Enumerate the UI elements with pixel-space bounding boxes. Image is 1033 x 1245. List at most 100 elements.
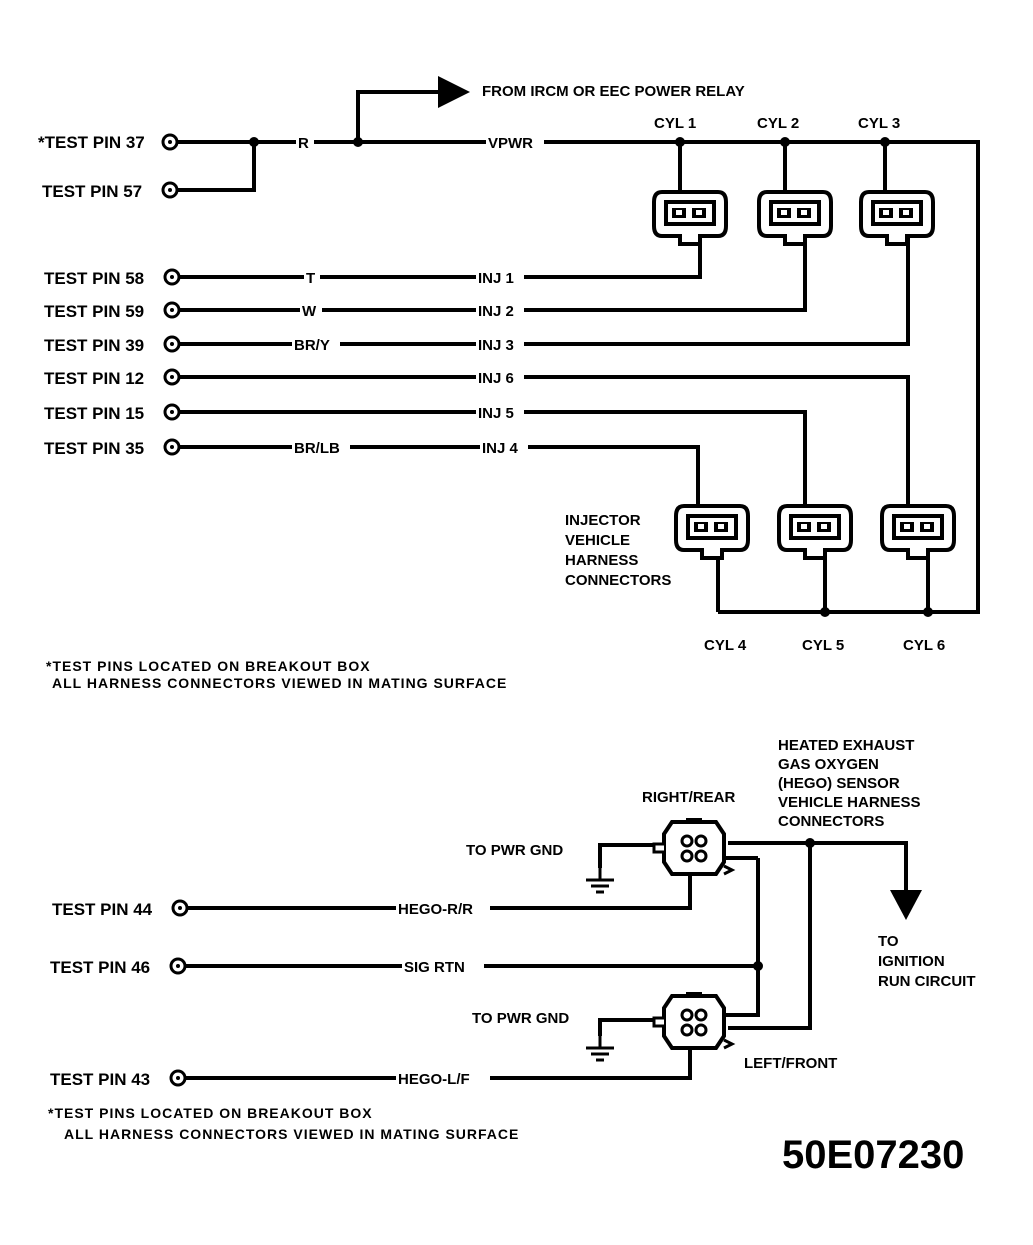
svg-text:TEST PIN 59: TEST PIN 59 xyxy=(44,302,144,321)
test-pin-59: TEST PIN 59 xyxy=(44,301,181,321)
hego-rr-wire xyxy=(182,870,692,910)
wire-label-w: W xyxy=(300,300,322,320)
sig-rtn-junction xyxy=(753,961,763,971)
svg-text:(HEGO) SENSOR: (HEGO) SENSOR xyxy=(778,775,900,792)
svg-text:INJ 6: INJ 6 xyxy=(478,370,514,387)
injector-connector-cyl6 xyxy=(880,504,956,560)
inj3-wire xyxy=(178,236,910,346)
svg-text:IGNITION: IGNITION xyxy=(878,953,945,970)
cyl3-label: CYL 3 xyxy=(858,115,900,132)
circuit-label-sig-rtn: SIG RTN xyxy=(402,956,484,976)
test-pin-35: TEST PIN 35 xyxy=(44,438,181,458)
vpwr-bus xyxy=(178,140,980,614)
right-rear-label: RIGHT/REAR xyxy=(642,789,736,806)
svg-text:HEGO-L/F: HEGO-L/F xyxy=(398,1071,470,1088)
test-pin-58: TEST PIN 58 xyxy=(44,268,181,288)
svg-text:TEST PIN 44: TEST PIN 44 xyxy=(52,900,153,919)
circuit-label-inj1: INJ 1 xyxy=(476,267,524,287)
svg-text:TEST PIN 15: TEST PIN 15 xyxy=(44,404,144,423)
top-note-2: ALL HARNESS CONNECTORS VIEWED IN MATING … xyxy=(52,675,507,691)
ignition-arrow xyxy=(890,890,922,920)
svg-text:CONNECTORS: CONNECTORS xyxy=(778,813,884,830)
hego-connector-right-rear xyxy=(652,816,734,876)
svg-text:TEST PIN 35: TEST PIN 35 xyxy=(44,439,144,458)
svg-text:INJ 2: INJ 2 xyxy=(478,303,514,320)
svg-text:TEST PIN 43: TEST PIN 43 xyxy=(50,1070,150,1089)
svg-text:INJ 5: INJ 5 xyxy=(478,405,514,422)
circuit-label-inj6: INJ 6 xyxy=(476,367,524,387)
svg-text:INJ 1: INJ 1 xyxy=(478,270,514,287)
circuit-label-vpwr: VPWR xyxy=(486,132,544,152)
test-pin-12: TEST PIN 12 xyxy=(44,368,181,388)
ignition-wire xyxy=(728,841,908,892)
circuit-label-inj2: INJ 2 xyxy=(476,300,524,320)
svg-text:TEST PIN 46: TEST PIN 46 xyxy=(50,958,150,977)
svg-text:SIG RTN: SIG RTN xyxy=(404,959,465,976)
inj1-wire xyxy=(178,236,702,279)
svg-text:HARNESS: HARNESS xyxy=(565,552,638,569)
cyl2-label: CYL 2 xyxy=(757,115,799,132)
left-front-label: LEFT/FRONT xyxy=(744,1055,837,1072)
power-relay-wire xyxy=(356,90,440,142)
svg-text:HEGO-R/R: HEGO-R/R xyxy=(398,901,473,918)
test-pin-37: *TEST PIN 37 xyxy=(38,133,179,152)
hego-sensor-caption: HEATED EXHAUST GAS OXYGEN (HEGO) SENSOR … xyxy=(778,737,921,830)
svg-text:TO: TO xyxy=(878,933,899,950)
pwr-gnd-label-2: TO PWR GND xyxy=(472,1010,569,1027)
injector-connector-cyl4 xyxy=(674,504,750,560)
arrow-label: FROM IRCM OR EEC POWER RELAY xyxy=(482,83,745,100)
pin57-wire xyxy=(178,142,256,192)
test-pin-44: TEST PIN 44 xyxy=(52,899,189,919)
figure-id: 50E07230 xyxy=(782,1133,964,1177)
svg-text:TEST PIN 57: TEST PIN 57 xyxy=(42,182,142,201)
svg-text:INJ 3: INJ 3 xyxy=(478,337,514,354)
cyl5-label: CYL 5 xyxy=(802,637,844,654)
top-diagram: FROM IRCM OR EEC POWER RELAY xyxy=(38,76,980,691)
circuit-label-hego-lf: HEGO-L/F xyxy=(396,1068,490,1088)
svg-text:VPWR: VPWR xyxy=(488,135,533,152)
svg-text:INJECTOR: INJECTOR xyxy=(565,512,641,529)
injector-connector-cyl5 xyxy=(777,504,853,560)
svg-text:W: W xyxy=(302,303,317,320)
inj4-wire xyxy=(178,445,700,505)
top-note-1: *TEST PINS LOCATED ON BREAKOUT BOX xyxy=(46,658,371,674)
test-pin-15: TEST PIN 15 xyxy=(44,403,181,423)
test-pin-39: TEST PIN 39 xyxy=(44,335,181,355)
bottom-note-2: ALL HARNESS CONNECTORS VIEWED IN MATING … xyxy=(64,1126,519,1142)
svg-text:INJ 4: INJ 4 xyxy=(482,440,519,457)
vpwr-junction-2 xyxy=(353,137,363,147)
vpwr-junction-1 xyxy=(249,137,259,147)
svg-text:HEATED EXHAUST: HEATED EXHAUST xyxy=(778,737,914,754)
power-relay-arrow xyxy=(438,76,470,108)
cyl4-label: CYL 4 xyxy=(704,637,747,654)
hego-connector-left-front xyxy=(652,990,734,1050)
ignition-junction xyxy=(805,838,815,848)
ignition-label: TO IGNITION RUN CIRCUIT xyxy=(878,933,976,990)
wire-label-t: T xyxy=(304,267,320,287)
svg-text:GAS OXYGEN: GAS OXYGEN xyxy=(778,756,879,773)
svg-text:TEST PIN 39: TEST PIN 39 xyxy=(44,336,144,355)
cyl1-label: CYL 1 xyxy=(654,115,696,132)
test-pin-46: TEST PIN 46 xyxy=(50,957,187,977)
sig-rtn-riser xyxy=(718,858,760,1017)
inj2-wire xyxy=(178,236,807,312)
pwr-gnd-label-1: TO PWR GND xyxy=(466,842,563,859)
hego-lf-wire xyxy=(182,1040,692,1080)
circuit-label-inj5: INJ 5 xyxy=(476,402,524,422)
bottom-note-1: *TEST PINS LOCATED ON BREAKOUT BOX xyxy=(48,1105,373,1121)
svg-text:*TEST PIN 37: *TEST PIN 37 xyxy=(38,133,145,152)
svg-text:BR/LB: BR/LB xyxy=(294,440,340,457)
gnd-wire-2 xyxy=(598,1018,668,1036)
svg-text:VEHICLE HARNESS: VEHICLE HARNESS xyxy=(778,794,921,811)
wire-label-r: R xyxy=(296,132,314,152)
bottom-diagram: HEATED EXHAUST GAS OXYGEN (HEGO) SENSOR … xyxy=(48,737,976,1177)
circuit-label-inj3: INJ 3 xyxy=(476,334,524,354)
inj5-wire xyxy=(178,410,807,505)
ground-icon-2 xyxy=(584,1032,616,1062)
circuit-label-inj4: INJ 4 xyxy=(480,437,528,457)
gnd-wire-1 xyxy=(598,843,668,868)
inj6-wire xyxy=(178,375,910,505)
svg-text:T: T xyxy=(306,270,315,287)
hego-power-wire xyxy=(728,843,812,1030)
